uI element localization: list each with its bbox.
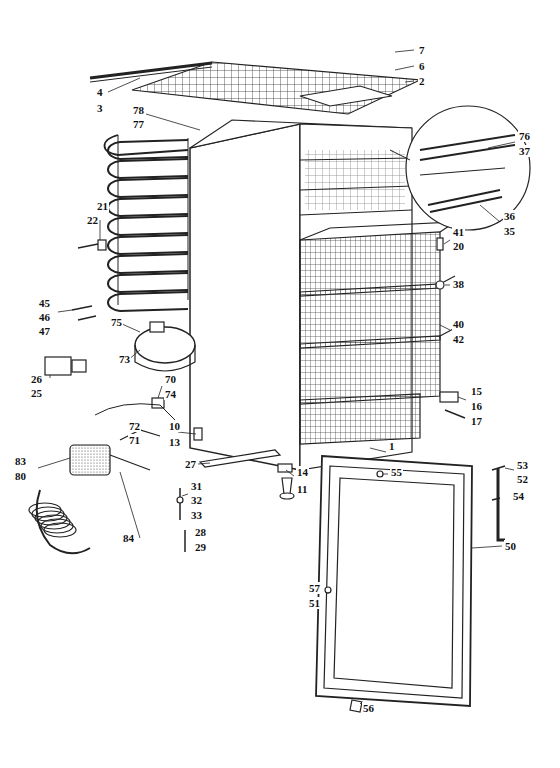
callout-number: 38: [452, 278, 465, 290]
callout-number: 31: [190, 480, 203, 492]
callout-number: 52: [516, 473, 529, 485]
power-cord: [44, 523, 76, 537]
callout-number: 6: [418, 60, 426, 72]
callout-number: 21: [96, 200, 109, 212]
callout-number: 84: [122, 532, 135, 544]
callout-number: 10: [168, 420, 181, 432]
condenser-coil: [108, 216, 188, 235]
callout-number: 29: [194, 541, 207, 553]
condenser-coil: [108, 273, 188, 292]
condenser-coil: [108, 254, 188, 273]
callout-number: 3: [96, 102, 104, 114]
callout-number: 42: [452, 333, 465, 345]
callout-number: 33: [190, 509, 203, 521]
callout-number: 73: [118, 353, 131, 365]
callout-number: 20: [452, 240, 465, 252]
callout-number: 41: [452, 226, 465, 238]
condenser-coil: [108, 197, 188, 216]
callout-number: 22: [86, 214, 99, 226]
callout-number: 45: [38, 297, 51, 309]
callout-number: 26: [30, 373, 43, 385]
callout-number: 78: [132, 104, 145, 116]
callout-number: 37: [518, 145, 531, 157]
callout-number: 25: [30, 387, 43, 399]
callout-number: 28: [194, 526, 207, 538]
callout-number: 51: [308, 597, 321, 609]
callout-number: 83: [14, 455, 27, 467]
callout-number: 32: [190, 494, 203, 506]
callout-number: 16: [470, 400, 483, 412]
callout-number: 75: [110, 316, 123, 328]
condenser-coil: [108, 235, 188, 254]
callout-number: 72: [128, 420, 141, 432]
callout-number: 11: [296, 483, 308, 495]
condenser-coil: [108, 159, 188, 178]
callout-number: 74: [164, 388, 177, 400]
callout-number: 40: [452, 318, 465, 330]
callout-number: 76: [518, 130, 531, 142]
callout-number: 35: [503, 225, 516, 237]
callout-number: 2: [418, 75, 426, 87]
condenser-coil: [108, 178, 188, 197]
callout-number: 70: [164, 373, 177, 385]
callout-number: 7: [418, 44, 426, 56]
callout-number: 4: [96, 86, 104, 98]
callout-number: 56: [362, 702, 375, 714]
callout-number: 27: [184, 458, 197, 470]
callout-number: 55: [390, 466, 403, 478]
callout-number: 53: [516, 459, 529, 471]
callout-number: 71: [128, 434, 141, 446]
callout-number: 14: [296, 466, 309, 478]
condenser-coil: [108, 292, 188, 311]
callout-number: 15: [470, 385, 483, 397]
callout-number: 36: [503, 210, 516, 222]
callout-number: 77: [132, 118, 145, 130]
callout-number: 50: [504, 540, 517, 552]
callout-number: 80: [14, 470, 27, 482]
callout-number: 57: [308, 582, 321, 594]
callout-number: 54: [512, 490, 525, 502]
condenser-coil: [108, 140, 188, 159]
callout-number: 47: [38, 325, 51, 337]
callout-number: 13: [168, 436, 181, 448]
callout-number: 46: [38, 311, 51, 323]
callout-number: 1: [388, 440, 396, 452]
callout-number: 17: [470, 415, 483, 427]
